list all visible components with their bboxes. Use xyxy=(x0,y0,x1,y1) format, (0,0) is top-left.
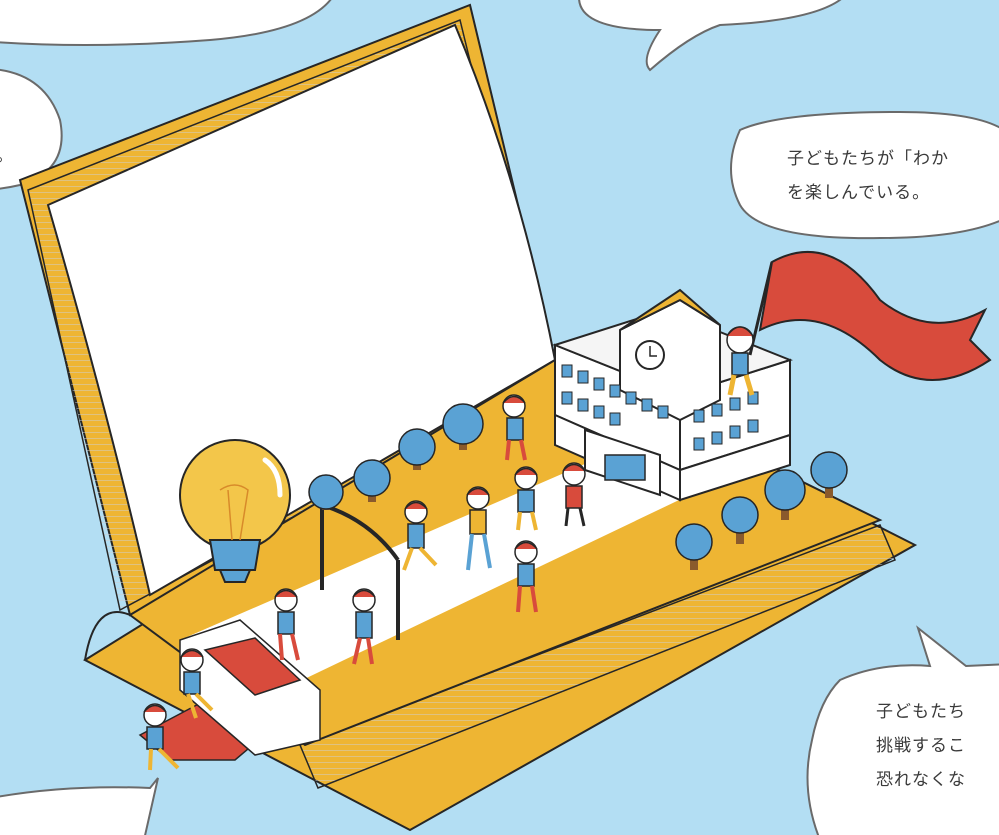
child xyxy=(562,462,586,527)
tree xyxy=(764,469,806,520)
tree xyxy=(810,451,848,498)
child xyxy=(466,486,492,571)
tree xyxy=(308,474,344,510)
child xyxy=(352,588,376,665)
school-building xyxy=(552,288,793,502)
child xyxy=(514,466,538,531)
child xyxy=(402,500,438,571)
open-book xyxy=(18,3,918,832)
bubble-line: る。 xyxy=(0,139,14,173)
speech-bubble-top-right xyxy=(578,0,842,72)
lightbulb-icon xyxy=(179,439,291,583)
bubble-line: 恐れなくな xyxy=(876,770,966,790)
tree xyxy=(675,523,713,570)
speech-bubble-left xyxy=(0,68,63,190)
child xyxy=(180,648,214,719)
tree xyxy=(398,428,436,470)
tree xyxy=(442,403,484,450)
speech-bubble-bottom-left xyxy=(0,777,159,835)
speech-bubble-top-left xyxy=(0,0,332,46)
bubble-text-left: る。 xyxy=(0,139,14,173)
bubble-line: 子どもたちが「わか xyxy=(787,149,949,169)
speech-bubble-right xyxy=(730,110,999,240)
tree xyxy=(721,496,759,544)
child xyxy=(274,588,300,661)
child xyxy=(143,703,180,771)
bubble-line: 挑戦するこ xyxy=(876,736,966,756)
speech-bubble-bottom-right xyxy=(806,625,999,835)
child-with-flag xyxy=(726,326,755,396)
tree xyxy=(353,459,391,502)
bubble-line: を楽しんでいる。 xyxy=(787,183,931,203)
bubble-line: 子どもたち xyxy=(876,702,966,722)
child xyxy=(502,394,527,461)
child xyxy=(514,540,538,613)
bubble-text-bottom-right: 子どもたち 挑戦するこ 恐れなくな xyxy=(876,695,966,797)
children-group xyxy=(143,394,586,771)
bubble-text-right: 子どもたちが「わか を楽しんでいる。 xyxy=(787,142,949,210)
